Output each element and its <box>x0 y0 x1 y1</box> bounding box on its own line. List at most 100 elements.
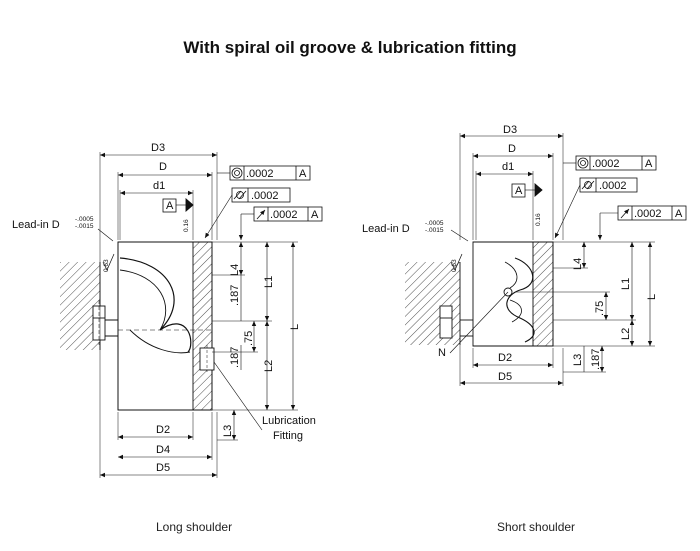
left-fcf-runout <box>238 206 323 240</box>
left-dim-D2 <box>117 412 194 440</box>
page-title: With spiral oil groove & lubrication fit… <box>183 38 517 57</box>
right-fcf-runout <box>597 205 687 240</box>
right-label-L3: L3 <box>572 354 584 366</box>
left-dim-L1 <box>212 242 272 322</box>
right-dim-D5 <box>459 345 564 386</box>
right-label-L2: L2 <box>620 328 632 340</box>
right-label-L: L <box>646 294 658 300</box>
left-label-d1: d1 <box>153 180 165 192</box>
left-label-D3: D3 <box>151 142 165 154</box>
right-lead-in-tol-top: -.0005 <box>425 220 444 227</box>
right-label-016: 0.16 <box>535 213 542 226</box>
right-lead-in-leader <box>450 229 469 242</box>
left-lead-in-tol-bot: -.0015 <box>75 223 94 230</box>
left-dim-L4 <box>212 242 245 276</box>
left-dim-d1 <box>119 190 194 240</box>
concentricity-symbol-icon <box>577 157 589 169</box>
lubrication-label-1: Lubrication <box>262 415 316 427</box>
right-label-L4: L4 <box>572 258 584 270</box>
right-dim-D3 <box>459 133 564 240</box>
left-label-187b: .187 <box>229 347 241 368</box>
right-label-187: .187 <box>590 349 602 370</box>
right-drawing <box>405 133 687 386</box>
left-dim-L <box>212 241 298 411</box>
right-dim-L <box>553 241 655 347</box>
caption-short-shoulder: Short shoulder <box>497 520 576 534</box>
datum-triangle-icon <box>185 198 194 212</box>
left-dim-D4 <box>118 412 213 460</box>
left-finish-value: 0.63 <box>103 259 110 272</box>
right-label-N: N <box>438 347 446 359</box>
surface-finish-icon <box>450 253 463 271</box>
right-label-D3: D3 <box>503 124 517 136</box>
left-fcf-conc-datum: A <box>299 168 307 180</box>
right-label-D5: D5 <box>498 371 512 383</box>
left-datum-A <box>162 198 194 213</box>
left-dim-D3 <box>99 152 218 478</box>
right-fcf-conc-datum: A <box>645 158 653 170</box>
caption-long-shoulder: Long shoulder <box>156 520 233 534</box>
right-label-d1: d1 <box>502 161 514 173</box>
left-set-screw <box>92 300 106 345</box>
right-dim-D <box>472 153 554 240</box>
right-finish-value: 0.63 <box>451 259 458 272</box>
left-label-D2: D2 <box>156 424 170 436</box>
left-label-75: .75 <box>243 331 255 346</box>
left-dim-D <box>117 172 213 240</box>
lubrication-fitting-body <box>199 345 215 372</box>
left-label-L4: L4 <box>229 264 241 276</box>
left-dim-D5 <box>100 412 218 478</box>
right-dim-L1 <box>553 242 636 321</box>
concentricity-symbol-icon <box>231 167 243 179</box>
right-fcf-runout-datum: A <box>675 208 683 220</box>
lubrication-label-2: Fitting <box>273 430 303 442</box>
left-fcf-runout-datum: A <box>311 209 319 221</box>
left-label-L2: L2 <box>263 360 275 372</box>
right-fcf-cyl-value: .0002 <box>599 180 627 192</box>
datum-triangle-icon <box>534 183 543 197</box>
right-label-D2: D2 <box>498 352 512 364</box>
right-lead-in-label: Lead-in D <box>362 223 410 235</box>
left-dim-75 <box>212 321 258 353</box>
left-label-D5: D5 <box>156 462 170 474</box>
right-dim-d1 <box>475 171 534 240</box>
right-datum-A <box>511 183 543 198</box>
left-lead-in-tol-top: -.0005 <box>75 216 94 223</box>
left-fcf-conc-value: .0002 <box>246 168 274 180</box>
left-lubrication-leader <box>213 361 263 431</box>
left-lead-in-leader <box>97 228 114 242</box>
right-set-screw <box>439 305 453 339</box>
surface-finish-icon <box>102 253 115 271</box>
left-fcf-concentricity <box>217 165 311 181</box>
left-label-L: L <box>289 324 301 330</box>
cylindricity-symbol-icon <box>233 190 247 200</box>
left-fcf-cylindricity <box>204 187 291 239</box>
right-dim-D2 <box>472 348 554 368</box>
right-dim-75 <box>515 291 610 320</box>
left-bushing-outline <box>100 241 213 411</box>
right-fcf-runout-value: .0002 <box>634 208 662 220</box>
right-lead-in-tol-bot: -.0015 <box>425 227 444 234</box>
right-fcf-conc-value: .0002 <box>592 158 620 170</box>
right-label-75: .75 <box>594 301 606 316</box>
left-lead-in-label: Lead-in D <box>12 219 60 231</box>
left-label-D4: D4 <box>156 444 170 456</box>
circular-runout-symbol-icon <box>256 209 266 220</box>
left-datum-letter: A <box>166 200 174 212</box>
left-dim-L3 <box>217 410 238 441</box>
right-dim-187 <box>563 346 606 373</box>
right-dim-L4 <box>553 242 588 269</box>
left-fcf-cyl-value: .0002 <box>251 190 279 202</box>
right-fcf-concentricity <box>563 155 657 171</box>
left-labels: D3 D d1 A .0002 A .0002 .0002 A Lead-in … <box>12 142 319 474</box>
left-label-L3: L3 <box>222 425 234 437</box>
right-label-D: D <box>508 143 516 155</box>
right-grease-hole <box>449 287 513 354</box>
left-label-187a: .187 <box>229 285 241 306</box>
left-drawing <box>60 152 323 478</box>
right-label-L1: L1 <box>620 278 632 290</box>
left-label-L1: L1 <box>263 276 275 288</box>
right-labels: D3 D d1 A .0002 A .0002 .0002 A Lead-in … <box>362 124 683 383</box>
